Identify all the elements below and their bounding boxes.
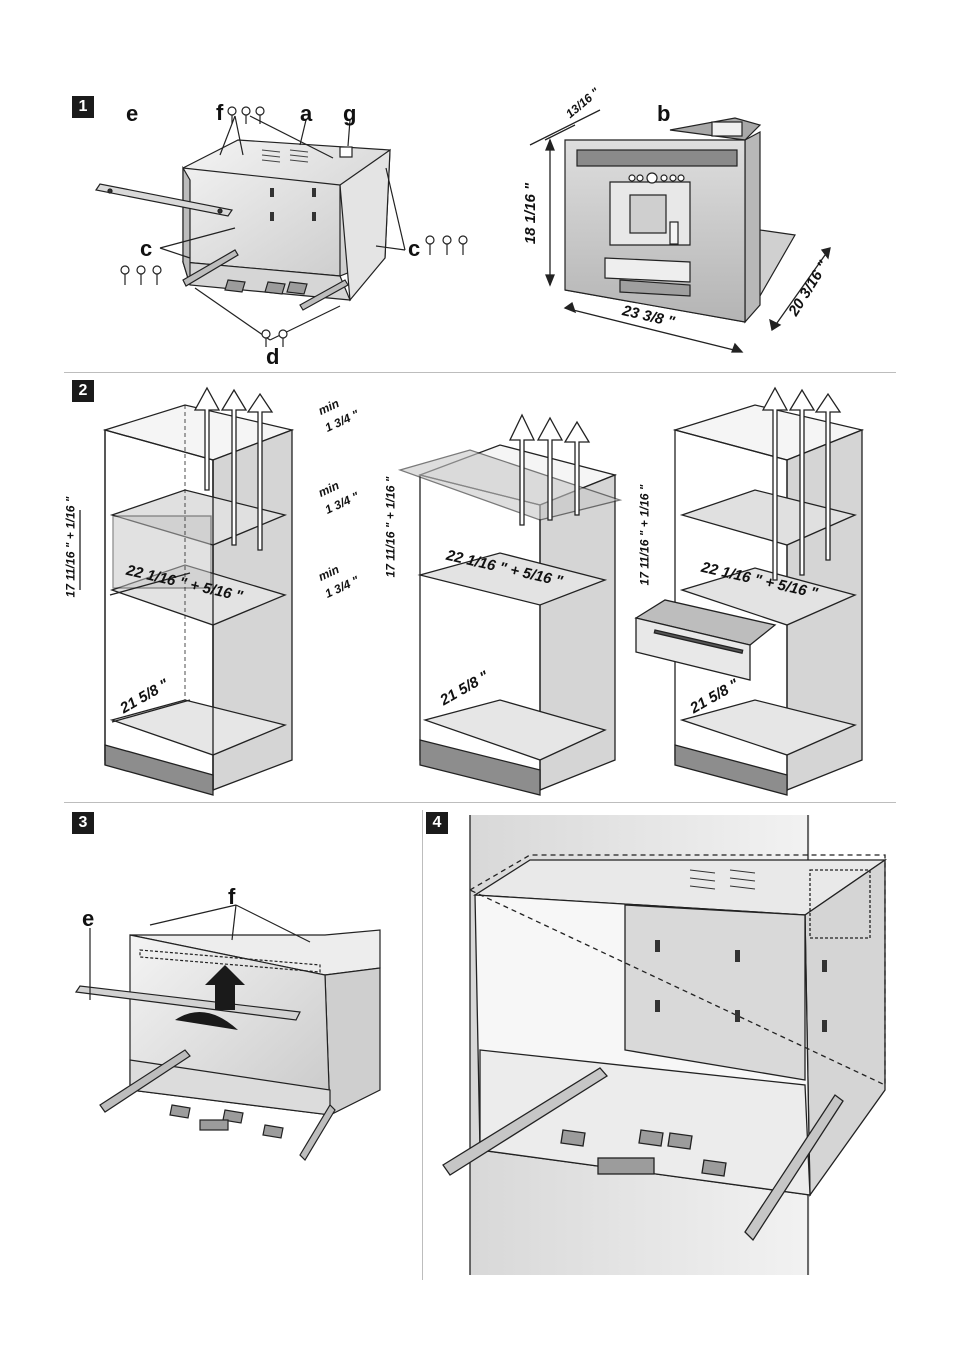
panel-4-drawing bbox=[442, 815, 888, 1275]
panel-2-number: 2 bbox=[72, 380, 94, 402]
part-label-a: a bbox=[300, 101, 313, 126]
panel-4-number: 4 bbox=[426, 812, 448, 834]
part-label-b: b bbox=[657, 101, 671, 126]
part-label-c-left: c bbox=[140, 236, 153, 261]
panel-2-cabinet-1-drawing bbox=[79, 386, 295, 796]
panel-2-cabinet-2-drawing bbox=[397, 413, 623, 796]
cab3-height: 17 11/16 " + 1/16 " bbox=[637, 484, 652, 586]
part-label-d: d bbox=[266, 344, 280, 369]
part-label-g: g bbox=[343, 101, 357, 126]
separator-3 bbox=[422, 810, 423, 1280]
panel3-label-f: f bbox=[228, 884, 236, 909]
cab1-height: 17 11/16 " + 1/16 " bbox=[63, 496, 78, 598]
dim-machine-height: 18 1/16 " bbox=[522, 182, 540, 245]
panel-3-drawing bbox=[74, 904, 381, 1161]
separator-2 bbox=[64, 802, 896, 803]
panel-1-machine-drawing bbox=[564, 117, 796, 324]
panel-1-frame-drawing bbox=[95, 106, 468, 347]
part-label-f: f bbox=[216, 100, 224, 125]
cab2-height: 17 11/16 " + 1/16 " bbox=[383, 476, 398, 578]
panel-1-machine-dimension-lines bbox=[529, 109, 831, 353]
panel3-label-e: e bbox=[82, 906, 95, 931]
panel-3-number: 3 bbox=[72, 812, 94, 834]
separator-1 bbox=[64, 372, 896, 373]
panel-2-cabinet-3-drawing bbox=[634, 386, 865, 796]
panel-1-number: 1 bbox=[72, 96, 94, 118]
part-label-c-right: c bbox=[408, 236, 421, 261]
part-label-e: e bbox=[126, 101, 139, 126]
